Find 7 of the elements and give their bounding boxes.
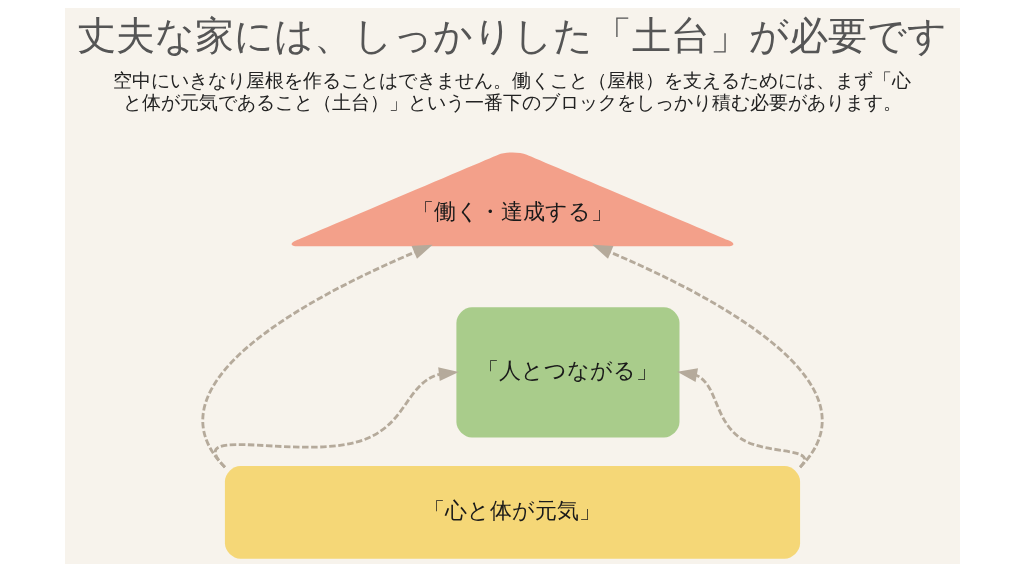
label: 空中にいきなり屋根を作ることはできません。働くこと（屋根）を支えるためには、まず「心と体が元気であること（土台）」という一番下のブロックをしっかり積む必要があります。 [113, 68, 911, 114]
node-box: 「人とつながる」 [455, 307, 679, 438]
diagram-title: 丈夫な家には、しっかりした「土台」が必要です [77, 13, 947, 59]
arrow [676, 368, 806, 469]
arrow [591, 244, 823, 469]
node-box: 「心と体が元気」 [224, 465, 800, 559]
arrow [213, 367, 459, 469]
